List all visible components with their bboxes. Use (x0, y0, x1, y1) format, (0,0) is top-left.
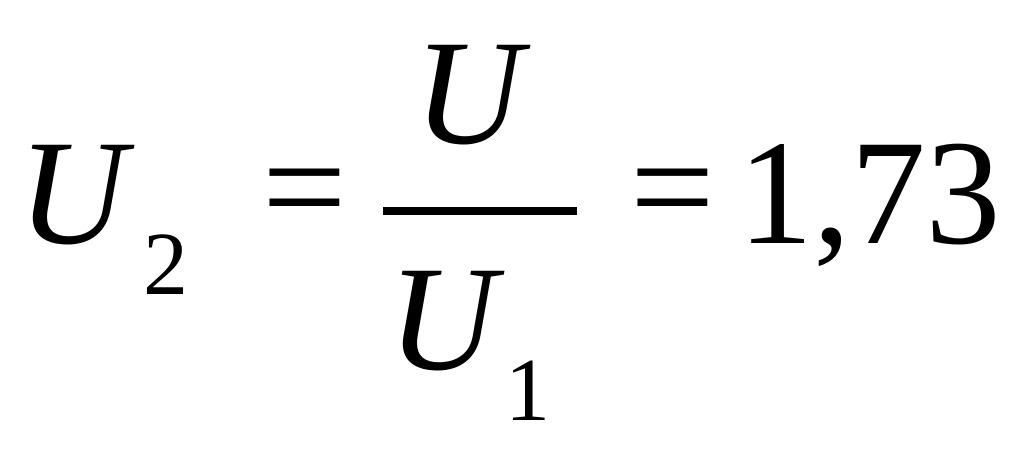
equals-sign-2: = (630, 104, 715, 270)
lhs-subscript: 2 (143, 215, 188, 314)
lhs-symbol: U (18, 110, 127, 276)
result-value: 1,73 (738, 110, 1001, 276)
denominator-symbol: U (388, 236, 497, 402)
fraction-bar (383, 207, 577, 215)
equals-sign-1: = (262, 104, 347, 270)
numerator-symbol: U (414, 10, 523, 176)
denominator-subscript: 1 (505, 341, 550, 440)
